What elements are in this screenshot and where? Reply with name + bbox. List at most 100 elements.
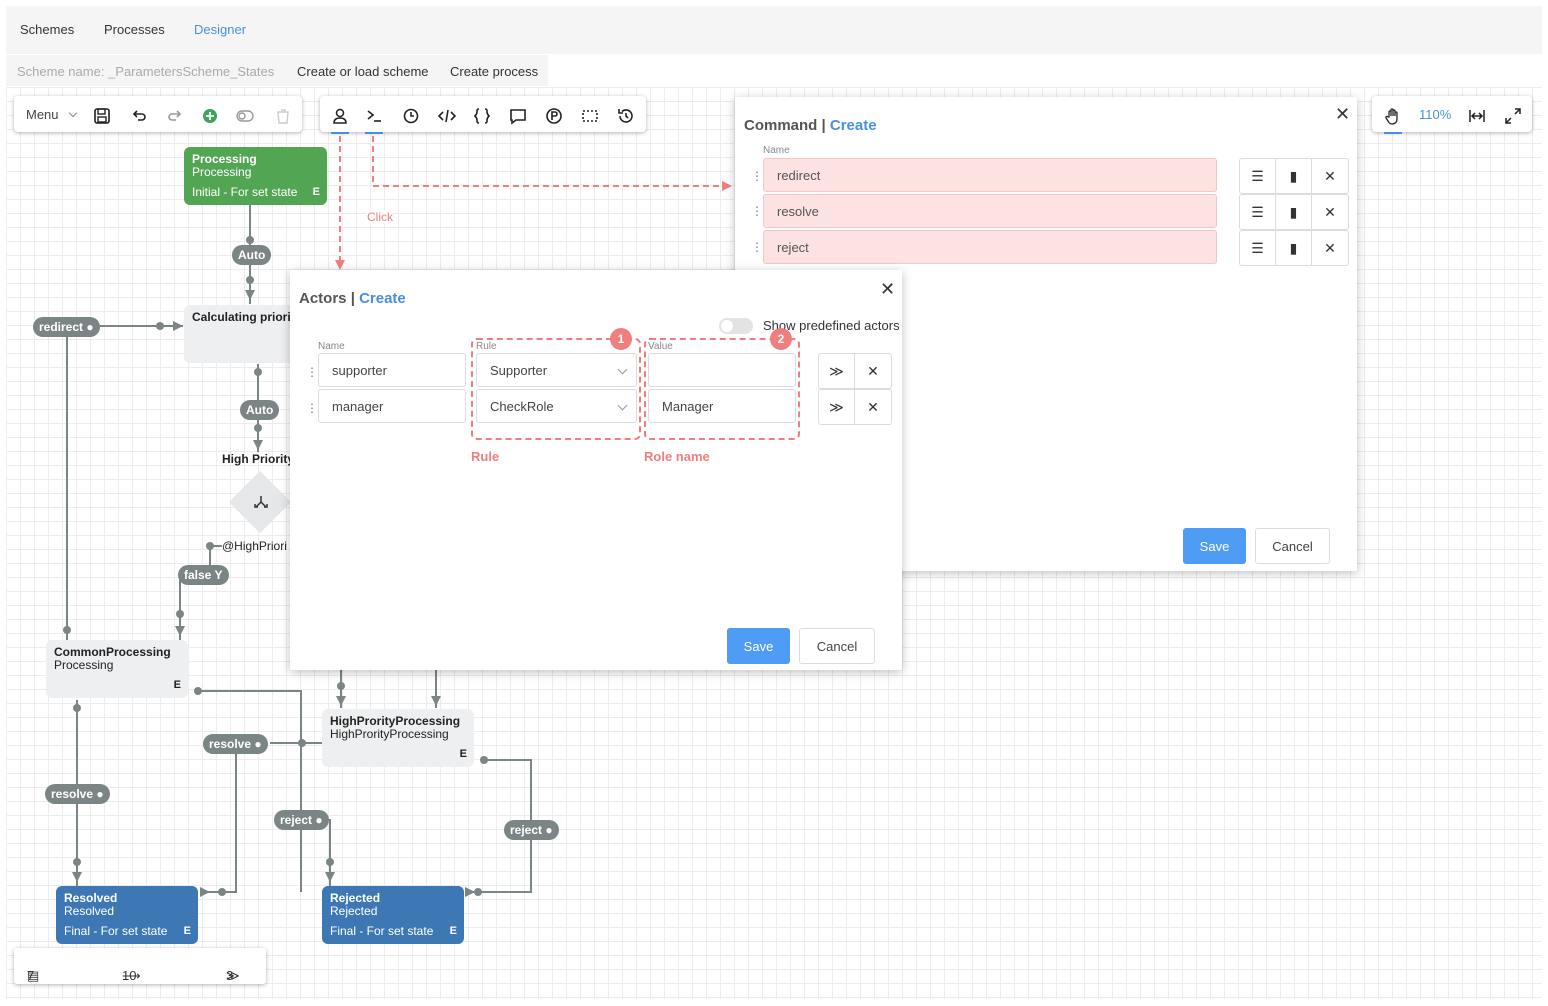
transition-reject-2[interactable]: reject ●: [504, 820, 559, 840]
command-name-input[interactable]: resolve: [763, 194, 1217, 228]
close-icon[interactable]: ✕: [867, 398, 879, 415]
terminal-icon[interactable]: ≫: [819, 390, 855, 424]
dialog-title-text: Command: [744, 117, 818, 134]
node-subtitle: HighProrityProcessing: [330, 727, 449, 741]
node-common-processing[interactable]: CommonProcessing Processing E: [46, 640, 188, 698]
show-predefined-toggle[interactable]: [719, 318, 753, 334]
comment-icon[interactable]: [507, 105, 529, 127]
fullscreen-icon[interactable]: [1502, 105, 1524, 127]
close-icon[interactable]: ✕: [1324, 167, 1336, 184]
close-icon[interactable]: ✕: [1324, 203, 1336, 220]
transition-redirect[interactable]: redirect ●: [33, 317, 100, 337]
user-icon: ●: [315, 813, 323, 827]
nav-processes[interactable]: Processes: [104, 22, 165, 37]
click-annotation: Click: [367, 210, 393, 224]
badge-1: 1: [610, 328, 632, 350]
value-column-label: Value: [648, 341, 673, 352]
code-icon[interactable]: [436, 105, 458, 127]
transition-false[interactable]: false Y: [178, 565, 229, 585]
transition-auto-2[interactable]: Auto: [240, 400, 280, 420]
dialog-title-text: Actors: [299, 290, 347, 307]
comment-icon[interactable]: ▮: [1276, 231, 1312, 265]
add-icon[interactable]: [199, 105, 221, 127]
node-e-marker: E: [459, 748, 467, 760]
node-e-marker: E: [312, 186, 320, 198]
close-icon[interactable]: ✕: [880, 279, 896, 299]
create-load-scheme-button[interactable]: Create or load scheme: [297, 64, 429, 79]
select-value: CheckRole: [490, 398, 554, 414]
node-high-priority-processing[interactable]: HighProrityProcessing HighProrityProcess…: [322, 709, 474, 767]
node-e-marker: E: [183, 925, 191, 937]
actor-name-input[interactable]: supporter: [318, 353, 466, 387]
rule-column-label: Rule: [476, 341, 497, 352]
save-icon[interactable]: [91, 105, 113, 127]
node-processing[interactable]: Processing Processing Initial - For set …: [184, 147, 327, 205]
parameters-icon[interactable]: [543, 105, 565, 127]
name-column-label: Name: [318, 341, 345, 352]
trash-icon[interactable]: [272, 105, 294, 127]
save-button[interactable]: Save: [727, 628, 790, 664]
undo-icon[interactable]: [128, 105, 150, 127]
scheme-name-input[interactable]: Scheme name: _ParametersScheme_States: [17, 64, 275, 79]
zoom-level[interactable]: 110%: [1419, 107, 1452, 122]
dialog-title: Command | Create: [744, 117, 877, 134]
fit-width-icon[interactable]: [1466, 105, 1488, 127]
actors-icon[interactable]: [329, 105, 351, 134]
transition-resolve-1[interactable]: resolve ●: [203, 734, 268, 754]
actor-rule-select[interactable]: CheckRole: [476, 389, 637, 423]
close-icon[interactable]: ✕: [1335, 104, 1351, 124]
close-icon[interactable]: ✕: [1324, 239, 1336, 256]
node-resolved[interactable]: Resolved Resolved Final - For set state …: [56, 886, 198, 944]
command-name-input[interactable]: redirect: [763, 158, 1217, 192]
toggle-icon[interactable]: [234, 105, 256, 127]
transition-reject-1[interactable]: reject ●: [274, 810, 329, 830]
node-calculating[interactable]: Calculating priorit: [184, 305, 295, 363]
sub-bar: Scheme name: _ParametersScheme_States Cr…: [6, 55, 548, 86]
node-title: Calculating priorit: [192, 310, 295, 324]
actor-rule-select[interactable]: Supporter: [476, 353, 637, 387]
show-predefined-label: Show predefined actors: [763, 318, 900, 333]
actor-value-input[interactable]: Manager: [648, 389, 796, 423]
redo-icon[interactable]: [164, 105, 186, 127]
timer-icon[interactable]: [400, 105, 422, 127]
terminal-icon[interactable]: ≫: [819, 354, 855, 388]
node-rejected[interactable]: Rejected Rejected Final - For set state …: [322, 886, 464, 944]
role-name-note: Role name: [644, 449, 710, 464]
braces-icon[interactable]: [471, 105, 493, 127]
command-row-actions: ☰▮ ✕: [1239, 158, 1349, 194]
pill-label: redirect: [39, 320, 84, 334]
node-subtitle: Resolved: [64, 904, 115, 918]
nav-schemes[interactable]: Schemes: [20, 22, 75, 37]
commands-icon[interactable]: [363, 105, 385, 134]
history-icon[interactable]: [615, 105, 637, 127]
command-name-input[interactable]: reject: [763, 230, 1217, 264]
cancel-button[interactable]: Cancel: [799, 628, 875, 664]
node-title: CommonProcessing: [54, 645, 171, 659]
node-high-priority-label: High Priority: [222, 452, 295, 466]
name-column-label: Name: [763, 145, 790, 156]
cancel-button[interactable]: Cancel: [1255, 528, 1330, 564]
save-button[interactable]: Save: [1183, 528, 1246, 564]
close-icon[interactable]: ✕: [867, 362, 879, 379]
node-state: Final - For set state: [330, 924, 434, 938]
settings-icon[interactable]: ☰: [1240, 195, 1276, 229]
comment-icon[interactable]: ▮: [1276, 159, 1312, 193]
settings-icon[interactable]: ☰: [1240, 159, 1276, 193]
actor-value-input[interactable]: [648, 353, 796, 387]
settings-icon[interactable]: ☰: [1240, 231, 1276, 265]
actor-row-actions: ≫✕: [818, 389, 892, 425]
menu-dropdown[interactable]: Menu: [26, 107, 78, 122]
selection-icon[interactable]: [579, 105, 601, 127]
transition-auto-1[interactable]: Auto: [232, 245, 272, 265]
rule-highlight: [471, 338, 641, 440]
comment-icon[interactable]: ▮: [1276, 195, 1312, 229]
node-title: Rejected: [330, 891, 381, 905]
create-process-button[interactable]: Create process: [450, 64, 539, 79]
actor-name-input[interactable]: manager: [318, 389, 466, 423]
actors-dialog: Actors | Create ✕ Show predefined actors…: [290, 270, 902, 670]
hand-icon[interactable]: [1382, 105, 1404, 134]
chevron-down-icon: [68, 108, 78, 118]
nav-designer[interactable]: Designer: [194, 22, 247, 37]
node-title: Processing: [192, 152, 257, 166]
transition-resolve-2[interactable]: resolve ●: [45, 784, 110, 804]
